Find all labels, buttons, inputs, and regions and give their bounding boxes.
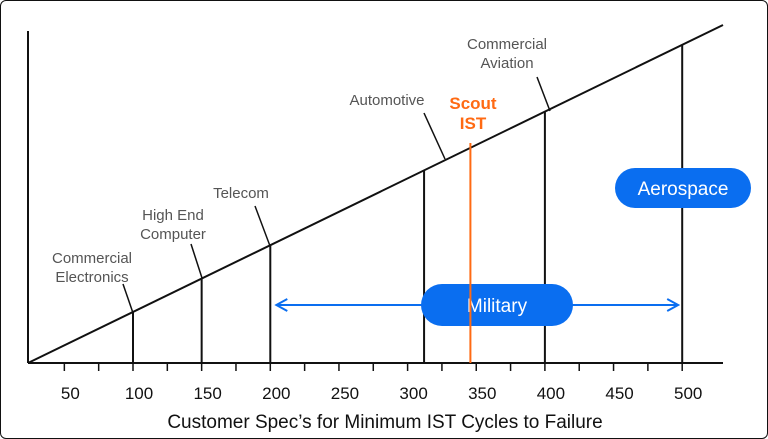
- scout-label-line: IST: [460, 114, 487, 133]
- label-line: Commercial: [52, 250, 132, 267]
- scout-label-line: Scout: [449, 94, 497, 113]
- x-tick-label: 500: [674, 384, 702, 403]
- axes: [27, 31, 723, 364]
- aerospace-pill: [615, 168, 751, 208]
- x-tick-label: 400: [537, 384, 565, 403]
- trend-line-path: [27, 24, 724, 364]
- trend-line: [27, 24, 724, 364]
- x-tick-label: 200: [262, 384, 290, 403]
- label-telecom: Telecom: [213, 185, 269, 202]
- x-tick-label: 300: [399, 384, 427, 403]
- aerospace-pill-label: Aerospace: [638, 179, 729, 200]
- label-line: Aviation: [480, 55, 533, 72]
- label-line: Electronics: [55, 269, 128, 286]
- x-tick-label: 450: [605, 384, 633, 403]
- x-tick-label: 350: [468, 384, 496, 403]
- label-automotive: Automotive: [349, 92, 424, 109]
- x-axis-title: Customer Spec’s for Minimum IST Cycles t…: [167, 412, 602, 433]
- leader-line-automotive: [423, 112, 446, 160]
- label-line: Commercial: [467, 36, 547, 53]
- leader-line-telecom: [254, 205, 271, 247]
- military-pill-label: Military: [467, 296, 528, 317]
- leader-line-high-end-computer: [190, 243, 203, 279]
- x-tick-label: 50: [61, 384, 80, 403]
- label-line: Automotive: [349, 92, 424, 109]
- military-range: Military: [276, 284, 678, 326]
- label-line: Computer: [140, 226, 206, 243]
- x-tick-label: 150: [193, 384, 221, 403]
- x-tick-label: 100: [125, 384, 153, 403]
- label-line: High End: [142, 207, 204, 224]
- aerospace-badge: Aerospace: [615, 168, 751, 208]
- label-line: Telecom: [213, 185, 269, 202]
- x-axis-ticks: 50 100 150 200 250 300 350 400 450 500: [61, 363, 702, 403]
- military-pill: [421, 284, 573, 326]
- leader-line-commercial-electronics: [122, 283, 134, 314]
- x-tick-label: 250: [331, 384, 359, 403]
- leader-line-commercial-aviation: [536, 76, 551, 112]
